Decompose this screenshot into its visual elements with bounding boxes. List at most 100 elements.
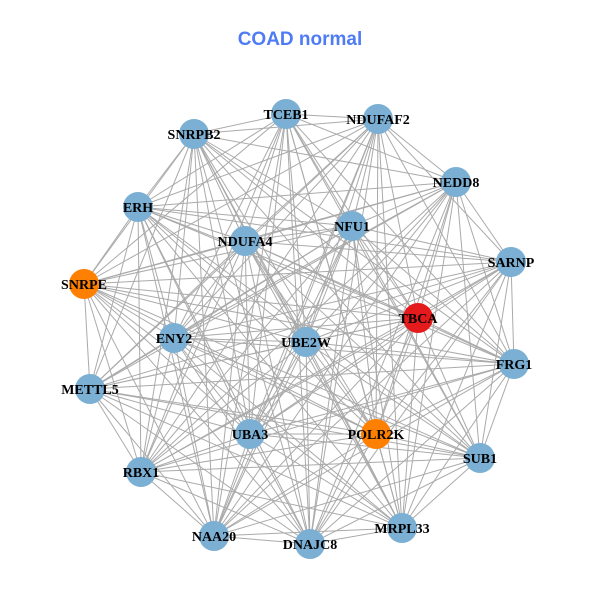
edge-NDUFAF2-ENY2 <box>173 118 379 339</box>
edge-NEDD8-UBE2W <box>305 181 457 343</box>
edge-NFU1-NDUFA4 <box>244 225 353 242</box>
node-label: TCEB1 <box>263 108 308 123</box>
edge-NEDD8-DNAJC8 <box>309 181 457 545</box>
edge-ERH-NAA20 <box>137 206 215 537</box>
edge-SARNP-DNAJC8 <box>309 261 512 545</box>
edge-NDUFA4-METTL5 <box>89 240 246 390</box>
edge-NFU1-DNAJC8 <box>309 225 353 545</box>
edge-UBE2W-FRG1 <box>305 341 515 365</box>
node-label: MRPL33 <box>374 522 429 537</box>
node-UBA3: UBA3 <box>232 419 268 449</box>
edge-FRG1-METTL5 <box>89 363 515 390</box>
node-circle <box>387 513 417 543</box>
edge-SNRPE-ENY2 <box>83 283 175 339</box>
edge-POLR2K-DNAJC8 <box>309 433 377 545</box>
edge-ERH-TBCA <box>137 206 419 319</box>
edge-UBE2W-METTL5 <box>89 341 307 390</box>
edge-NDUFAF2-SNRPE <box>83 118 379 285</box>
edge-NAA20-DNAJC8 <box>213 535 311 545</box>
edge-NDUFA4-SUB1 <box>244 240 481 459</box>
edge-NFU1-SNRPE <box>83 225 353 285</box>
edge-ERH-MRPL33 <box>137 206 403 529</box>
edge-FRG1-NAA20 <box>213 363 515 537</box>
edge-NDUFA4-ENY2 <box>173 240 246 339</box>
edge-UBA3-MRPL33 <box>249 433 403 529</box>
edge-UBE2W-SUB1 <box>305 341 481 459</box>
node-label: ENY2 <box>156 332 193 347</box>
edge-NDUFA4-MRPL33 <box>244 240 403 529</box>
node-label: UBE2W <box>281 336 331 351</box>
node-circle <box>123 192 153 222</box>
edge-FRG1-DNAJC8 <box>309 363 515 545</box>
chart-title: COAD normal <box>237 29 363 50</box>
edge-TBCA-UBA3 <box>249 317 419 435</box>
edge-ERH-SNRPE <box>83 206 139 285</box>
edge-SUB1-DNAJC8 <box>309 457 481 545</box>
edge-TCEB1-NDUFAF2 <box>285 113 379 120</box>
edge-POLR2K-SUB1 <box>375 433 481 459</box>
edge-NDUFAF2-RBX1 <box>140 118 379 473</box>
node-circle <box>159 323 189 353</box>
edge-TCEB1-ENY2 <box>173 113 287 339</box>
edge-UBA3-SUB1 <box>249 433 481 459</box>
edge-RBX1-DNAJC8 <box>140 471 311 545</box>
node-label: ERH <box>123 201 153 216</box>
edge-FRG1-RBX1 <box>140 363 515 473</box>
edge-RBX1-MRPL33 <box>140 471 403 529</box>
node-circle <box>235 419 265 449</box>
node-TBCA: TBCA <box>399 303 438 333</box>
edge-ENY2-SUB1 <box>173 337 481 459</box>
edge-TBCA-RBX1 <box>140 317 419 473</box>
edge-NEDD8-NFU1 <box>351 181 457 227</box>
edge-NDUFA4-NAA20 <box>213 240 246 537</box>
edge-TCEB1-NDUFA4 <box>244 113 287 242</box>
node-UBE2W: UBE2W <box>281 327 331 357</box>
edge-ENY2-UBE2W <box>173 337 307 343</box>
edge-NEDD8-ENY2 <box>173 181 457 339</box>
edge-FRG1-UBA3 <box>249 363 515 435</box>
edge-METTL5-RBX1 <box>89 388 142 473</box>
node-circle <box>361 419 391 449</box>
edge-TBCA-MRPL33 <box>401 317 419 529</box>
node-NAA20: NAA20 <box>192 521 236 551</box>
edge-TCEB1-NAA20 <box>213 113 287 537</box>
edge-SNRPB2-POLR2K <box>193 133 377 435</box>
edge-TCEB1-ERH <box>137 113 287 208</box>
edge-METTL5-UBA3 <box>89 388 251 435</box>
edge-TCEB1-SNRPE <box>83 113 287 285</box>
node-POLR2K: POLR2K <box>348 419 404 449</box>
edge-UBA3-RBX1 <box>140 433 251 473</box>
edge-FRG1-MRPL33 <box>401 363 515 529</box>
edge-SARNP-FRG1 <box>510 261 515 365</box>
edge-NEDD8-NAA20 <box>213 181 457 537</box>
node-circle <box>441 167 471 197</box>
edge-TCEB1-FRG1 <box>285 113 515 365</box>
edge-FRG1-SUB1 <box>479 363 515 459</box>
edge-TCEB1-SUB1 <box>285 113 481 459</box>
node-circle <box>295 529 325 559</box>
node-NFU1: NFU1 <box>334 211 370 241</box>
edge-NDUFAF2-FRG1 <box>377 118 515 365</box>
edge-SNRPB2-NFU1 <box>193 133 353 227</box>
edge-UBE2W-DNAJC8 <box>305 341 311 545</box>
edge-UBA3-NAA20 <box>213 433 251 537</box>
edge-SARNP-ENY2 <box>173 261 512 339</box>
edge-ERH-UBE2W <box>137 206 307 343</box>
node-label: NEDD8 <box>433 176 480 191</box>
edge-SNRPB2-TBCA <box>193 133 419 319</box>
edge-SARNP-METTL5 <box>89 261 512 390</box>
edge-SNRPE-MRPL33 <box>83 283 403 529</box>
node-label: NDUFA4 <box>218 235 273 250</box>
edge-ENY2-FRG1 <box>173 337 515 365</box>
node-ENY2: ENY2 <box>156 323 193 353</box>
edge-SNRPB2-ENY2 <box>173 133 195 339</box>
edge-SUB1-NAA20 <box>213 457 481 537</box>
node-SUB1: SUB1 <box>463 443 497 473</box>
edge-ERH-METTL5 <box>89 206 139 390</box>
edge-METTL5-POLR2K <box>89 388 377 435</box>
edge-POLR2K-NAA20 <box>213 433 377 537</box>
node-NDUFA4: NDUFA4 <box>218 226 273 256</box>
edge-NDUFAF2-NFU1 <box>351 118 379 227</box>
